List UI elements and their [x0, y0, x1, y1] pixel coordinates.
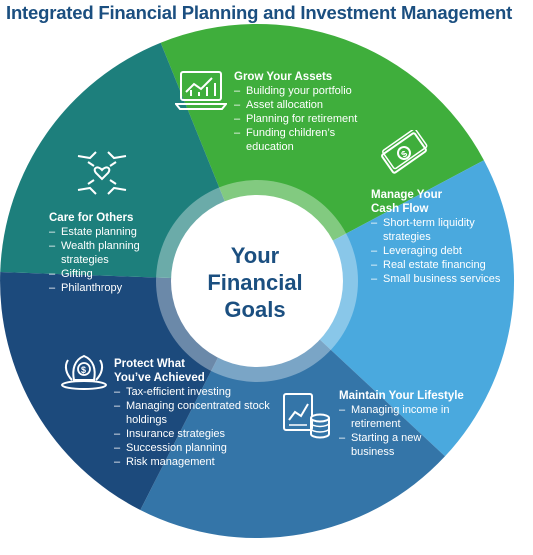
list-item: Wealth planning strategies	[49, 239, 171, 267]
list-item: Managing income in retirement	[339, 403, 456, 431]
center-line-1: Your	[230, 243, 280, 268]
list-item: Estate planning	[49, 225, 179, 239]
svg-text:$: $	[399, 149, 409, 160]
segment-protect: Protect What You’ve Achieved Tax-efficie…	[114, 357, 274, 469]
segment-grow: Grow Your Assets Building your portfolio…	[234, 70, 394, 154]
segment-protect-title: Protect What You’ve Achieved	[114, 358, 205, 384]
list-item: Starting a new business	[339, 431, 431, 459]
page-title: Integrated Financial Planning and Invest…	[6, 2, 513, 23]
list-item: Succession planning	[114, 441, 274, 455]
list-item: Gifting	[49, 267, 179, 281]
list-item: Insurance strategies	[114, 427, 274, 441]
list-item: Real estate financing	[371, 258, 506, 272]
list-item: Short-term liquidity strategies	[371, 216, 493, 244]
segment-care-wedge	[0, 42, 257, 282]
protected-money-icon: $	[61, 354, 107, 390]
center-line-3: Goals	[224, 297, 286, 322]
list-item: Planning for retirement	[234, 112, 394, 126]
hands-heart-icon	[77, 151, 127, 195]
list-item: Leveraging debt	[371, 244, 506, 258]
center-line-2: Financial	[207, 270, 303, 295]
list-item: Asset allocation	[234, 98, 394, 112]
segment-cash: Manage Your Cash Flow Short-term liquidi…	[371, 188, 506, 286]
list-item: Philanthropy	[49, 281, 179, 295]
svg-text:$: $	[81, 365, 86, 375]
list-item: Risk management	[114, 455, 274, 469]
segment-lifestyle: Maintain Your Lifestyle Managing income …	[339, 389, 489, 459]
list-item: Small business services	[371, 272, 506, 286]
center-circle	[171, 195, 343, 367]
segment-lifestyle-wedge	[140, 281, 446, 539]
list-item: Funding children’s education	[234, 126, 366, 154]
list-item: Tax-efficient investing	[114, 385, 274, 399]
segment-care-title: Care for Others	[49, 212, 134, 224]
segment-grow-title: Grow Your Assets	[234, 71, 333, 83]
list-item: Building your portfolio	[234, 84, 394, 98]
segment-care: Care for Others Estate planning Wealth p…	[49, 211, 179, 295]
laptop-chart-icon	[175, 71, 227, 110]
segment-cash-title: Manage Your Cash Flow	[371, 189, 443, 215]
cash-stack-icon: $	[381, 130, 428, 174]
segment-lifestyle-title: Maintain Your Lifestyle	[339, 390, 464, 402]
document-coins-icon	[283, 393, 330, 439]
list-item: Managing concentrated stock holdings	[114, 399, 276, 427]
center-label: Your Financial Goals	[170, 242, 340, 323]
